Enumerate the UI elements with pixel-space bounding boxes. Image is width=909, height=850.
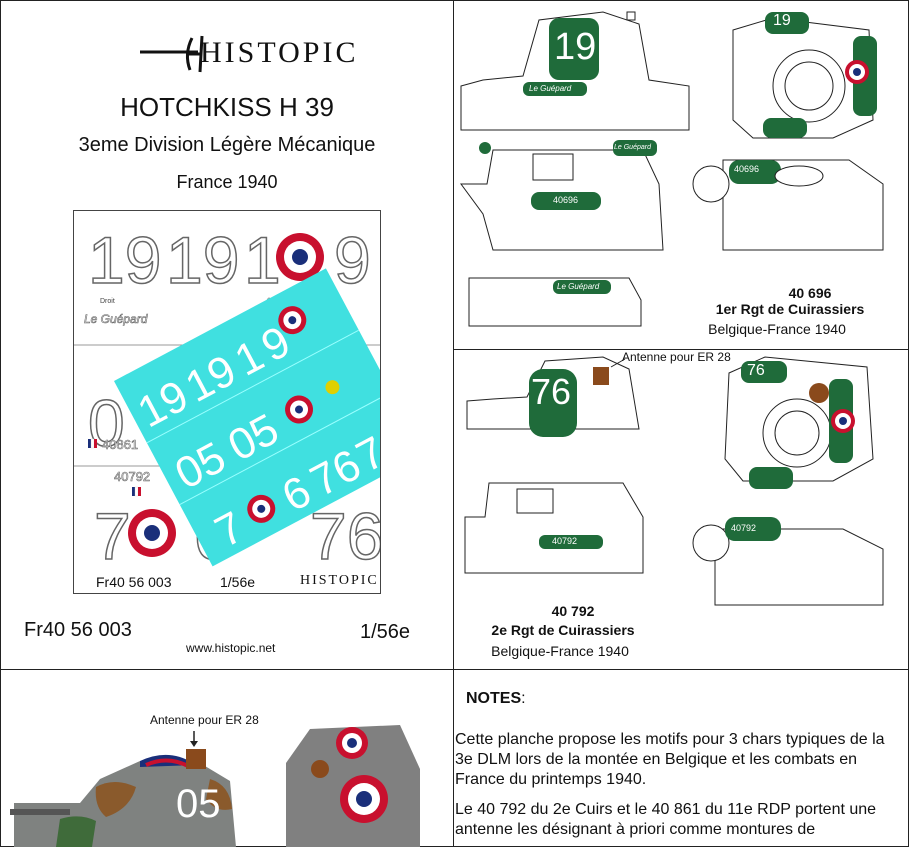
decal-serial-40792a: 40792 <box>114 469 150 484</box>
tank2-antenna-note: Antenne pour ER 28 <box>622 350 731 364</box>
tank1-name-hull: Le Guépard <box>557 282 600 291</box>
tank2-place: Belgique-France 1940 <box>491 643 629 659</box>
decal-le-guepard: Le Guépard <box>84 312 148 326</box>
tank1-name-top: Le Guépard <box>614 144 651 151</box>
tank1-serial-front: 40696 <box>734 164 760 174</box>
decal-serial-40861: 40861 <box>102 437 138 452</box>
ref-code: Fr40 56 003 <box>24 619 132 641</box>
notes-heading: NOTES: <box>466 690 526 708</box>
tank1-caption-serial: 40 696 <box>788 285 832 301</box>
place-year: France 1940 <box>176 172 278 192</box>
decal-outline-19b: 19 <box>166 223 239 297</box>
tank3-antenna-note: Antenne pour ER 28 <box>150 713 259 727</box>
tank1-unit: 1er Rgt de Cuirassiers <box>715 301 865 317</box>
decal-droit-label: Droit <box>100 298 115 305</box>
decal-outline-1: 1 <box>244 223 281 297</box>
decal-brand: Histopic <box>300 573 379 588</box>
notes-body: Cette planche propose les motifs pour 3 … <box>455 730 900 850</box>
brand-logo-text: Histopic <box>200 36 359 69</box>
notes-paragraph-2: Le 40 792 du 2e Cuirs et le 40 861 du 11… <box>455 801 877 838</box>
tank2-unit: 2e Rgt de Cuirassiers <box>491 622 635 638</box>
tank1-name-side: Le Guépard <box>529 84 572 93</box>
decal-ref: Fr40 56 003 <box>96 574 172 590</box>
brand-logo-mark <box>140 35 204 73</box>
tank1-serial-top: 40696 <box>553 195 579 205</box>
roundel-sheet-2 <box>128 509 176 557</box>
website: www.histopic.net <box>186 641 276 655</box>
decal-outline-19a: 19 <box>88 223 161 297</box>
tank1-turret-number: 19 <box>554 26 597 68</box>
tank3-turret-number: 05 <box>176 782 221 826</box>
notes-heading-text: NOTES <box>466 690 522 707</box>
tank2-serial-front: 40792 <box>731 523 757 533</box>
tank2-rear-number: 76 <box>747 362 765 379</box>
decal-outline-76: 76 <box>310 499 381 573</box>
decal-sheet: 19 19 1 9 0 7 6 76 Droit Avt Le Guépard … <box>73 210 381 594</box>
tank2-caption-serial: 40 792 <box>551 603 595 619</box>
decal-cyan-strip: 19 19 1 9 05 05 7 6 76 76 <box>113 268 380 567</box>
decal-scale: 1/56e <box>220 574 256 590</box>
tank1-rear-number: 19 <box>773 12 791 29</box>
page-title: HOTCHKISS H 39 <box>120 92 334 122</box>
notes-heading-colon: : <box>521 690 526 707</box>
roundel-sheet-1 <box>276 233 324 281</box>
decal-sheet-art: 19 19 1 9 0 7 6 76 Droit Avt Le Guépard … <box>74 222 381 574</box>
tank1-drawings <box>460 11 884 327</box>
tank2-drawings <box>464 356 884 606</box>
decal-outline-7: 7 <box>94 499 131 573</box>
page-subtitle: 3eme Division Légère Mécanique <box>78 134 376 156</box>
brand-logo: Histopic <box>140 30 355 76</box>
tank1-place: Belgique-France 1940 <box>708 321 846 337</box>
tank2-turret-number: 76 <box>531 371 572 412</box>
notes-paragraph-1: Cette planche propose les motifs pour 3 … <box>455 731 885 788</box>
scale-label: 1/56e <box>360 621 411 643</box>
tank2-serial-top: 40792 <box>552 536 578 546</box>
tank3-drawings <box>10 725 420 847</box>
decal-outline-9: 9 <box>334 223 371 297</box>
